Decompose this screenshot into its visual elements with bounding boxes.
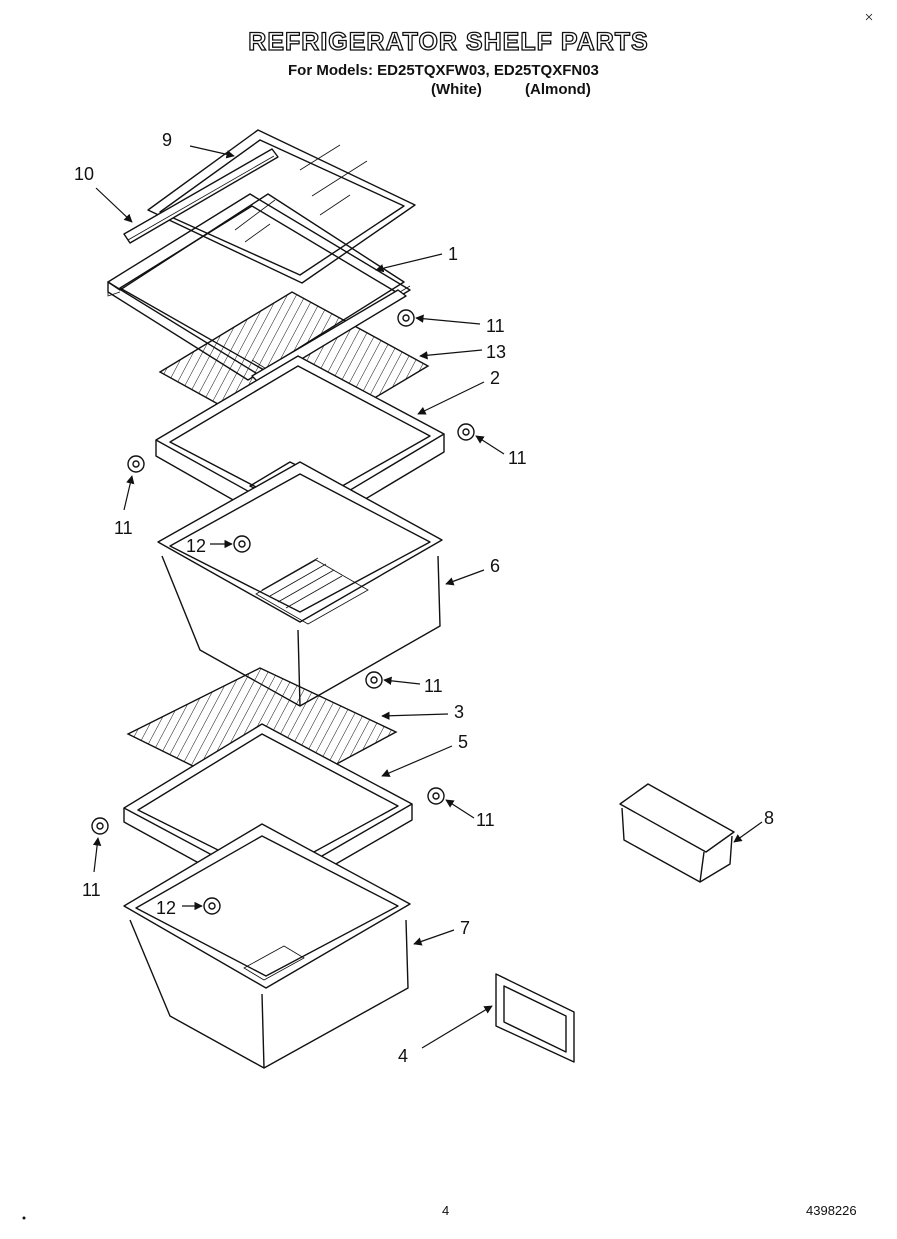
leader-line [421,1005,493,1049]
leader-line [417,381,485,415]
part-shelf-trim [123,148,279,244]
callout-13: 13 [486,342,506,362]
leader-line [445,569,485,586]
callout-6: 6 [490,556,500,576]
callout-12: 12 [186,536,206,556]
part-upper-crisper-pan [157,461,443,707]
leader-line [445,799,475,819]
callout-12: 12 [156,898,176,918]
callout-1: 1 [448,244,458,264]
callout-11: 11 [486,316,505,336]
leader-line [95,187,133,223]
callout-4: 4 [398,1046,408,1066]
leader-line [189,145,235,159]
page-title: REFRIGERATOR SHELF PARTS [248,27,649,56]
fastener-12 [233,535,251,553]
leader-line [92,837,102,873]
callout-11: 11 [424,676,443,696]
fastener-11 [127,455,145,473]
models-line: For Models: ED25TQXFW03, ED25TQXFN03 [288,62,599,79]
corner-mark [865,13,873,21]
fastener-12 [203,897,221,915]
leader-line [375,253,443,273]
document-number: 4398226 [806,1203,857,1218]
callout-11: 11 [476,810,495,830]
callout-5: 5 [458,732,468,752]
fastener-11 [91,817,109,835]
callout-7: 7 [460,918,470,938]
part-lower-crisper-pan [123,823,411,1069]
callout-11: 11 [508,448,527,468]
variant-white-label: (White) [431,81,482,98]
fastener-11 [457,423,475,441]
part-door-bin [619,783,735,883]
part-glass-shelf [147,129,416,284]
callout-11: 11 [82,880,101,900]
leader-line [475,435,505,455]
callout-11: 11 [114,518,133,538]
page-number: 4 [442,1203,450,1218]
part-insert-label [495,973,575,1063]
leader-line [381,745,453,777]
leader-line [733,821,763,843]
callout-8: 8 [764,808,774,828]
leader-line [123,475,135,511]
leader-line [419,349,483,360]
callout-2: 2 [490,368,500,388]
corner-mark [22,1216,26,1220]
variant-almond-label: (Almond) [525,81,591,98]
fastener-11 [365,671,383,689]
fastener-11 [427,787,445,805]
leader-line [381,711,449,720]
leader-line [383,676,421,686]
leader-line [415,314,481,325]
fastener-11 [397,309,415,327]
callout-10: 10 [74,164,94,184]
leader-line [413,929,455,946]
callout-9: 9 [162,130,172,150]
callout-3: 3 [454,702,464,722]
